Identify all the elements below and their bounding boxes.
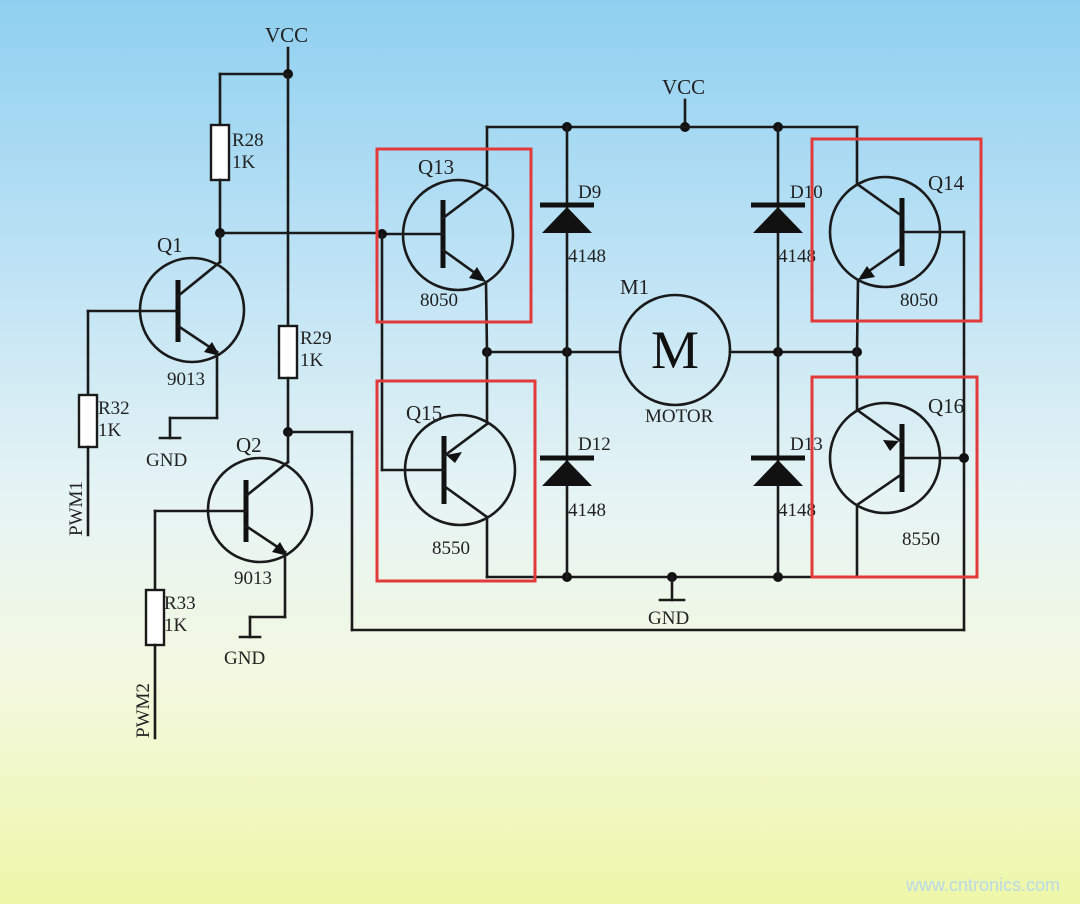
d10-diode	[751, 202, 805, 233]
d13-label: D13	[790, 434, 823, 455]
motor-text: MOTOR	[645, 406, 714, 427]
gnd-bridge-label: GND	[648, 608, 689, 629]
q2-label: Q2	[236, 433, 262, 457]
r29-resistor	[277, 324, 299, 380]
r28-label: R28	[232, 130, 264, 151]
r29-value: 1K	[300, 350, 324, 371]
q15-label: Q15	[406, 401, 442, 425]
pwm1-label: PWM1	[66, 481, 87, 536]
d10-label: D10	[790, 182, 823, 203]
q15-transistor	[380, 350, 517, 579]
r28-value: 1K	[232, 152, 256, 173]
q1-label: Q1	[157, 233, 183, 257]
q15-part: 8550	[432, 538, 470, 559]
d13-diode	[751, 455, 805, 486]
r32-label: R32	[98, 398, 130, 419]
q16-part: 8550	[902, 529, 940, 550]
motor-m1: M	[618, 293, 732, 407]
q1-transistor	[86, 231, 246, 440]
d13-part: 4148	[778, 500, 816, 521]
q14-transistor	[828, 125, 966, 354]
r32-resistor	[77, 393, 99, 449]
r32-value: 1K	[98, 420, 122, 441]
r33-resistor	[144, 588, 166, 647]
d12-label: D12	[578, 434, 611, 455]
highlight-box-q14	[810, 137, 983, 323]
d9-label: D9	[578, 182, 601, 203]
r29-label: R29	[300, 328, 332, 349]
q1-part: 9013	[167, 369, 205, 390]
q16-transistor	[828, 350, 966, 579]
highlight-box-q13	[375, 147, 533, 324]
q14-label: Q14	[928, 171, 965, 195]
d9-part: 4148	[568, 246, 606, 267]
q13-part: 8050	[420, 290, 458, 311]
highlight-box-q15	[375, 379, 537, 583]
vcc-top-label: VCC	[265, 23, 308, 47]
vcc-bridge-label: VCC	[662, 75, 705, 99]
r33-value: 1K	[164, 615, 188, 636]
driver-section: VCC R28 1K Q1 9013	[66, 23, 966, 740]
q14-part: 8050	[900, 290, 938, 311]
q13-transistor	[380, 125, 515, 354]
q2-part: 9013	[234, 568, 272, 589]
watermark-text: www.cntronics.com	[905, 875, 1060, 895]
q13-label: Q13	[418, 155, 454, 179]
q16-label: Q16	[928, 394, 964, 418]
pwm2-label: PWM2	[133, 683, 154, 738]
q2-transistor	[153, 430, 314, 639]
d10-part: 4148	[778, 246, 816, 267]
h-bridge-section: VCC GND M M1 MOTOR	[377, 75, 969, 632]
gnd-q2-label: GND	[224, 648, 265, 669]
r28-resistor	[209, 123, 231, 182]
gnd-q1-label: GND	[146, 450, 187, 471]
d12-part: 4148	[568, 500, 606, 521]
d12-diode	[540, 455, 594, 486]
d9-diode	[540, 202, 594, 233]
m1-label: M1	[620, 275, 649, 299]
r33-label: R33	[164, 593, 196, 614]
highlight-box-q16	[810, 375, 979, 579]
motor-symbol: M	[651, 320, 699, 380]
